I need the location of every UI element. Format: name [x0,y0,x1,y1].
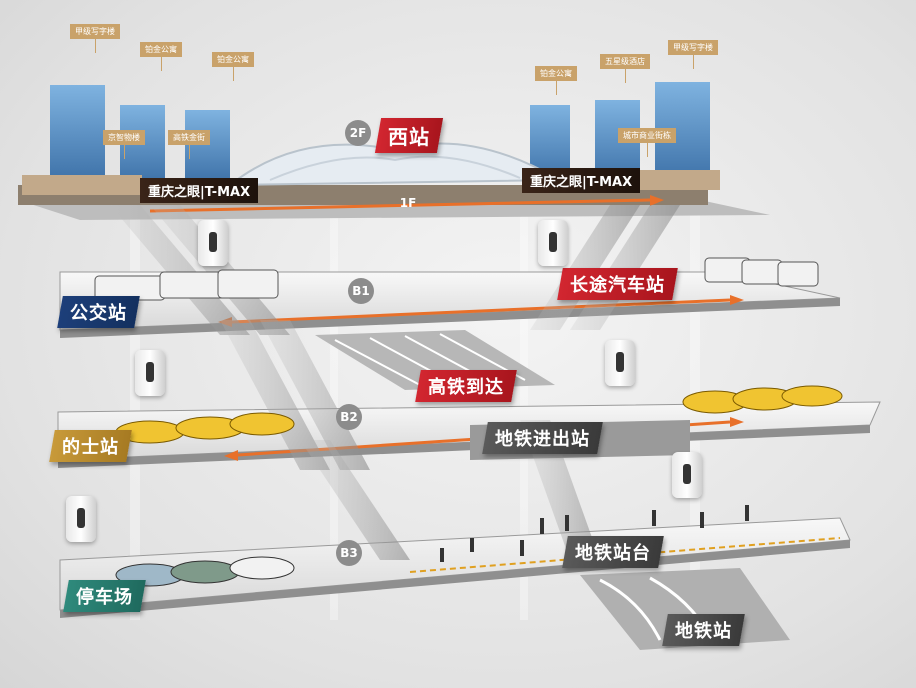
arrow-1f [149,198,651,213]
building-tag: 城市商业街栋 [618,128,676,157]
taxi-station-label: 的士站 [49,430,132,462]
level-b3-badge: B3 [336,540,362,566]
hsr-arrival-label: 高铁到达 [415,370,517,402]
building-tag: 铂金公寓 [140,42,182,71]
tmax-right-label: 重庆之眼|T-MAX [522,168,641,193]
long-distance-bus-label: 长途汽车站 [557,268,678,300]
level-b1-badge: B1 [348,278,374,304]
elevator-icon [672,452,702,498]
west-station-label: 西站 [374,118,444,153]
metro-station-label: 地铁站 [662,614,745,646]
building-tag: 甲级写字楼 [668,40,718,69]
elevator-icon [605,340,635,386]
arrow-b1 [231,298,731,324]
bus-station-label: 公交站 [57,296,140,328]
pedestrians [440,505,749,562]
metro-entrance-label: 地铁进出站 [482,422,603,454]
building-tag: 京智物楼 [103,130,145,159]
metro-platform-label: 地铁站台 [562,536,664,568]
buildings-left [22,85,230,195]
elevator-icon [66,496,96,542]
buses-left [94,269,279,301]
parking-label: 停车场 [63,580,146,612]
elevator-icon [198,220,228,266]
level-b2-badge: B2 [336,404,362,430]
level-1f-badge: 1F [399,196,417,210]
level-2f-badge: 2F [345,120,371,146]
buses-right [704,257,819,287]
building-tag: 铂金公寓 [212,52,254,81]
building-tag: 五星级酒店 [600,54,650,83]
elevator-icon [538,220,568,266]
taxis-left [115,412,295,444]
taxis-right [682,385,843,414]
building-tag: 铂金公寓 [535,66,577,95]
tmax-left-label: 重庆之眼|T-MAX [140,178,259,203]
elevator-icon [135,350,165,396]
building-tag: 甲级写字楼 [70,24,120,53]
building-tag: 高铁金街 [168,130,210,159]
